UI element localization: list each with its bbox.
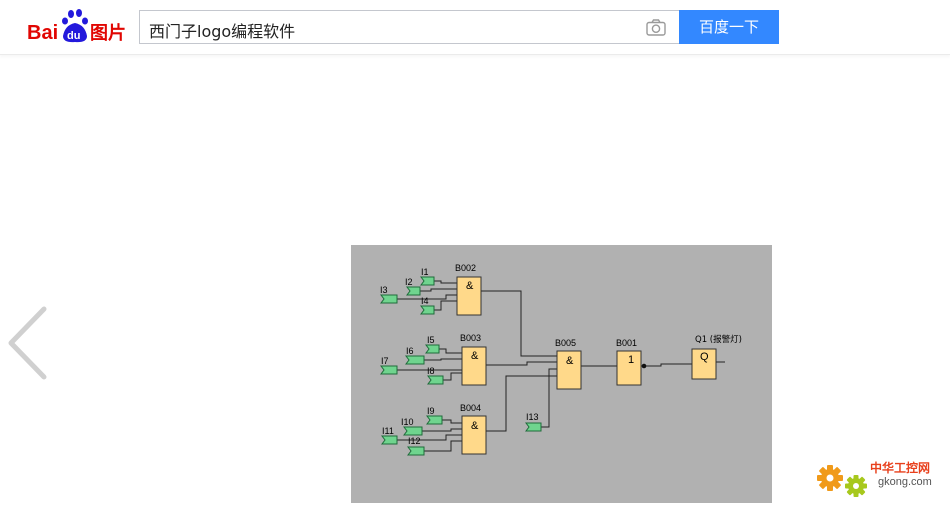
svg-text:I11: I11 bbox=[382, 426, 394, 436]
block-q1 bbox=[691, 348, 717, 380]
svg-text:I7: I7 bbox=[381, 356, 389, 366]
watermark-title: 中华工控网 bbox=[870, 461, 931, 475]
svg-text:I10: I10 bbox=[401, 417, 414, 427]
input-i8 bbox=[427, 375, 444, 385]
camera-icon[interactable] bbox=[646, 19, 666, 36]
input-i6 bbox=[405, 355, 425, 365]
svg-text:&: & bbox=[471, 350, 479, 362]
svg-text:I8: I8 bbox=[427, 366, 435, 376]
input-i5 bbox=[425, 344, 440, 354]
gkong-watermark: 中华工控网 gkong.com bbox=[812, 450, 944, 506]
svg-text:I6: I6 bbox=[406, 346, 414, 356]
input-i3 bbox=[380, 294, 398, 304]
search-input[interactable]: 西门子logo编程软件 bbox=[139, 10, 680, 44]
svg-text:1: 1 bbox=[628, 354, 634, 366]
input-i4 bbox=[420, 305, 435, 315]
svg-text:Bai: Bai bbox=[27, 22, 58, 44]
svg-text:I4: I4 bbox=[421, 296, 429, 306]
input-i7 bbox=[380, 365, 398, 375]
svg-text:B001: B001 bbox=[616, 338, 637, 348]
block-b002 bbox=[456, 276, 482, 316]
search-button[interactable]: 百度一下 bbox=[679, 10, 779, 44]
block-b001 bbox=[616, 350, 642, 386]
svg-text:Q1 (报警灯): Q1 (报警灯) bbox=[695, 334, 742, 345]
input-i10 bbox=[403, 426, 423, 436]
svg-text:&: & bbox=[566, 355, 574, 367]
block-b005 bbox=[556, 350, 582, 390]
svg-text:du: du bbox=[67, 30, 80, 42]
top-bar: Bai du 图片 西门子logo编程软件 百度一下 bbox=[0, 0, 950, 55]
svg-text:I3: I3 bbox=[380, 285, 388, 295]
svg-text:B003: B003 bbox=[460, 333, 481, 343]
input-i13 bbox=[525, 422, 542, 432]
baidu-logo[interactable]: Bai du 图片 bbox=[27, 8, 131, 44]
svg-text:I2: I2 bbox=[405, 277, 413, 287]
input-i12 bbox=[407, 446, 425, 456]
svg-text:&: & bbox=[471, 420, 479, 432]
svg-text:Q: Q bbox=[700, 351, 709, 363]
svg-text:I9: I9 bbox=[427, 406, 435, 416]
input-i9 bbox=[426, 415, 443, 425]
block-b004 bbox=[461, 415, 487, 455]
gear-icon bbox=[817, 465, 867, 497]
svg-text:图片: 图片 bbox=[90, 22, 126, 44]
chevron-left-icon[interactable] bbox=[6, 305, 48, 381]
svg-text:B005: B005 bbox=[555, 338, 576, 348]
input-i2 bbox=[406, 286, 421, 296]
watermark-url: gkong.com bbox=[878, 476, 932, 488]
svg-text:I12: I12 bbox=[408, 436, 421, 446]
block-b003 bbox=[461, 346, 487, 386]
search-query-text: 西门子logo编程软件 bbox=[149, 22, 296, 41]
ladder-logic-diagram: I1 I2 I3 I4 I5 I6 I7 I8 I9 I10 I11 I12 I… bbox=[351, 245, 772, 503]
svg-text:B002: B002 bbox=[455, 263, 476, 273]
input-i11 bbox=[381, 435, 398, 445]
svg-text:I5: I5 bbox=[427, 335, 435, 345]
input-i1 bbox=[420, 276, 435, 286]
svg-text:I13: I13 bbox=[526, 412, 539, 422]
svg-text:&: & bbox=[466, 280, 474, 292]
svg-text:B004: B004 bbox=[460, 403, 481, 413]
svg-text:I1: I1 bbox=[421, 267, 429, 277]
